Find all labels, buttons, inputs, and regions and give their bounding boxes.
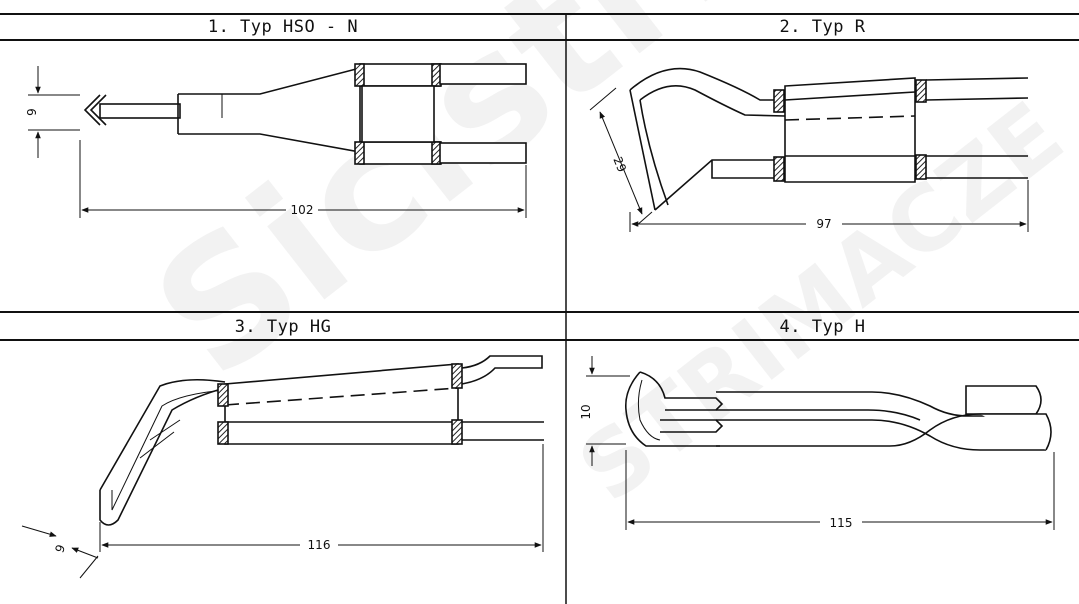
- panel-4-title: 4. Typ H: [779, 317, 866, 337]
- panel-3-length-dimension: 116: [308, 538, 331, 552]
- panel-1-drawing: [28, 63, 527, 218]
- panel-1-title: 1. Typ HSO - N: [207, 17, 359, 37]
- panel-4-drawing: [586, 356, 1055, 530]
- panel-2-drawing: [589, 67, 1029, 232]
- panel-3-title: 3. Typ HG: [234, 317, 332, 337]
- panel-1-length-dimension: 102: [291, 203, 314, 217]
- panel-2-length-dimension: 97: [816, 217, 831, 231]
- panel-1-width-dimension: 9: [25, 108, 39, 116]
- panel-2-title: 2. Typ R: [779, 17, 866, 37]
- panel-3-drawing: [21, 355, 544, 579]
- panel-4-length-dimension: 115: [830, 516, 853, 530]
- panel-3-width-dimension: 9: [52, 543, 68, 555]
- panel-4-width-dimension: 10: [579, 404, 593, 419]
- panel-2-width-dimension: 29: [610, 155, 629, 174]
- table-grid: [0, 13, 1079, 604]
